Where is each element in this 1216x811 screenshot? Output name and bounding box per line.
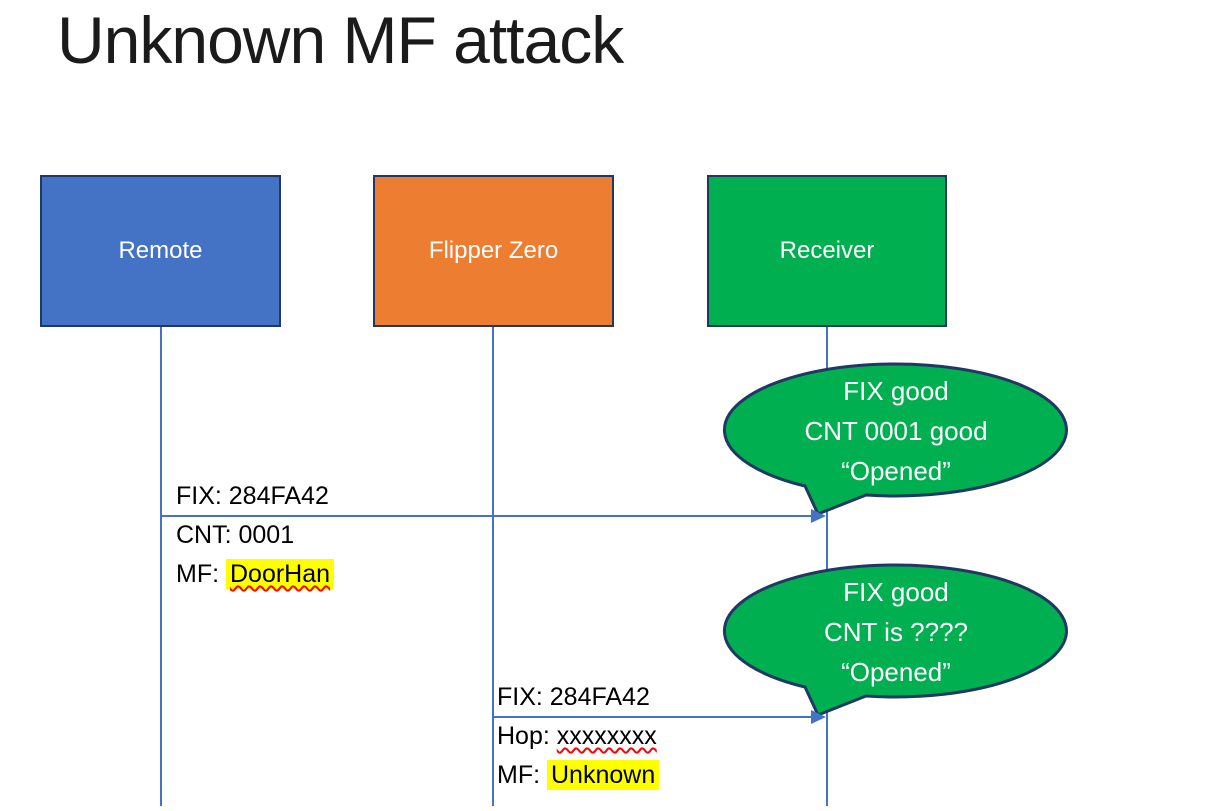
callout-bubble-2 xyxy=(722,563,1068,717)
actor-box-flipper-zero: Flipper Zero xyxy=(373,175,614,327)
arrowhead-icon xyxy=(811,710,826,724)
lifeline-flipper-zero xyxy=(492,327,494,806)
callout-2-line-2: CNT is ???? xyxy=(823,617,969,647)
lifeline-receiver xyxy=(826,327,828,806)
message-1-line-fix: FIX: 284FA42 xyxy=(176,482,329,510)
actor-box-receiver: Receiver xyxy=(707,175,947,327)
callout-1-line-3: “Opened” xyxy=(841,456,951,486)
actor-label-receiver: Receiver xyxy=(779,237,875,264)
callout-1-line-1: FIX good xyxy=(843,376,949,406)
arrowhead-icon xyxy=(811,509,826,523)
callout-1-text: FIX good CNT 0001 good “Opened” xyxy=(725,371,1067,491)
callout-2-line-3: “Opened” xyxy=(841,657,951,687)
speech-bubble-shape xyxy=(722,362,1068,516)
highlighted-text-doorhan: DoorHan xyxy=(226,559,335,589)
message-2-label: FIX: 284FA42 Hop: xxxxxxxx MF: Unknown xyxy=(497,678,660,795)
message-2-line-mf: MF: Unknown xyxy=(497,756,660,795)
squiggle-text-hop-value: xxxxxxxx xyxy=(556,722,657,750)
message-arrow-remote-to-receiver xyxy=(161,515,812,517)
message-2-hop-prefix: Hop: xyxy=(497,722,557,750)
actor-label-remote: Remote xyxy=(118,237,203,264)
callout-1-line-2: CNT 0001 good xyxy=(804,416,988,446)
message-1-line-cnt: CNT: 0001 xyxy=(176,521,295,549)
message-1-mf-prefix: MF: xyxy=(176,560,226,588)
callout-2-text: FIX good CNT is ???? “Opened” xyxy=(725,572,1067,692)
message-2-line-hop: Hop: xxxxxxxx xyxy=(497,717,659,756)
lifeline-remote xyxy=(160,327,162,806)
message-2-mf-prefix: MF: xyxy=(497,761,547,789)
speech-bubble-shape xyxy=(722,563,1068,717)
callout-bubble-1 xyxy=(722,362,1068,516)
actor-box-remote: Remote xyxy=(40,175,281,327)
message-2-line-fix: FIX: 284FA42 xyxy=(497,683,650,711)
highlighted-text-unknown: Unknown xyxy=(547,760,660,790)
message-arrow-flipper-to-receiver xyxy=(493,716,812,718)
slide-title: Unknown MF attack xyxy=(57,3,624,77)
actor-label-flipper-zero: Flipper Zero xyxy=(428,237,559,264)
callout-2-line-1: FIX good xyxy=(843,577,949,607)
message-1-label: FIX: 284FA42 CNT: 0001 MF: DoorHan xyxy=(176,477,335,594)
message-1-line-mf: MF: DoorHan xyxy=(176,555,335,594)
